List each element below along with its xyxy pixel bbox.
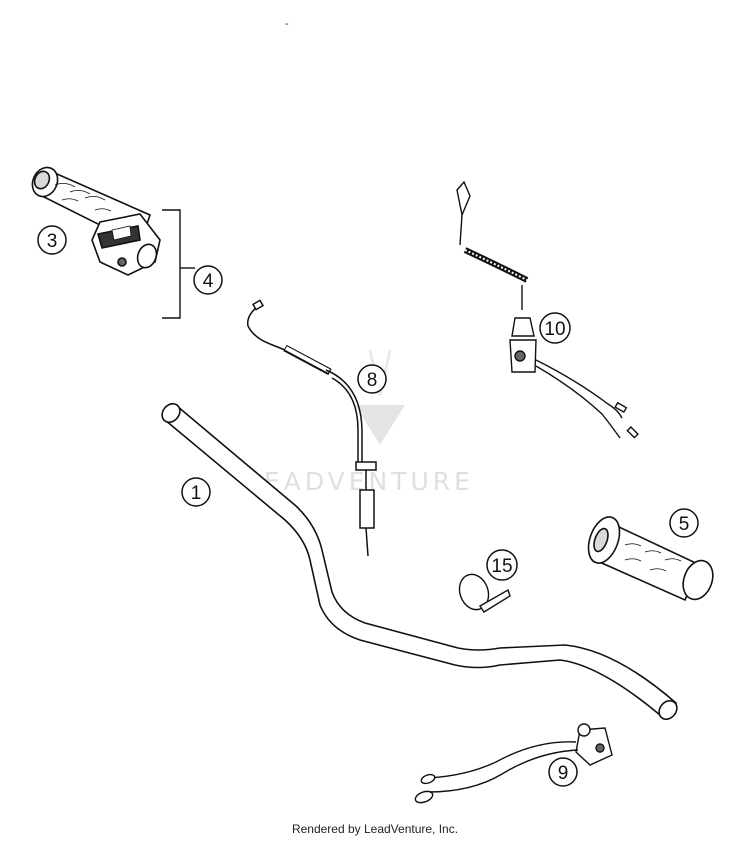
callout-4: 4 bbox=[193, 265, 223, 295]
callout-3-label: 3 bbox=[47, 231, 58, 252]
callout-10-label: 10 bbox=[544, 319, 565, 340]
part-handlebar[interactable] bbox=[158, 400, 680, 723]
part-left-grip[interactable] bbox=[583, 513, 718, 604]
callout-4-label: 4 bbox=[203, 271, 214, 292]
callout-1-label: 1 bbox=[191, 483, 202, 504]
watermark: LEADVENTURE bbox=[246, 349, 474, 496]
watermark-logo bbox=[355, 405, 405, 445]
part-cable-tie[interactable] bbox=[455, 570, 511, 613]
callout-15: 15 bbox=[486, 549, 518, 581]
callout-8-label: 8 bbox=[367, 370, 378, 391]
callout-5-label: 5 bbox=[679, 514, 690, 535]
bracket-4 bbox=[162, 209, 195, 319]
part-throttle-grip[interactable] bbox=[28, 163, 161, 276]
callout-9: 9 bbox=[548, 757, 578, 787]
callout-1: 1 bbox=[181, 477, 211, 507]
callout-15-label: 15 bbox=[491, 556, 512, 577]
part-throttle-cable[interactable] bbox=[246, 299, 377, 557]
part-stop-switch[interactable] bbox=[414, 723, 613, 805]
watermark-text: LEADVENTURE bbox=[246, 467, 474, 496]
callout-3: 3 bbox=[37, 225, 67, 255]
callout-8: 8 bbox=[357, 364, 387, 394]
callout-10: 10 bbox=[539, 312, 571, 344]
callout-5: 5 bbox=[669, 508, 699, 538]
callout-9-label: 9 bbox=[558, 763, 569, 784]
part-kill-switch[interactable] bbox=[456, 180, 639, 439]
footer-credit: Rendered by LeadVenture, Inc. bbox=[291, 822, 459, 836]
top-mark: - bbox=[285, 18, 289, 30]
